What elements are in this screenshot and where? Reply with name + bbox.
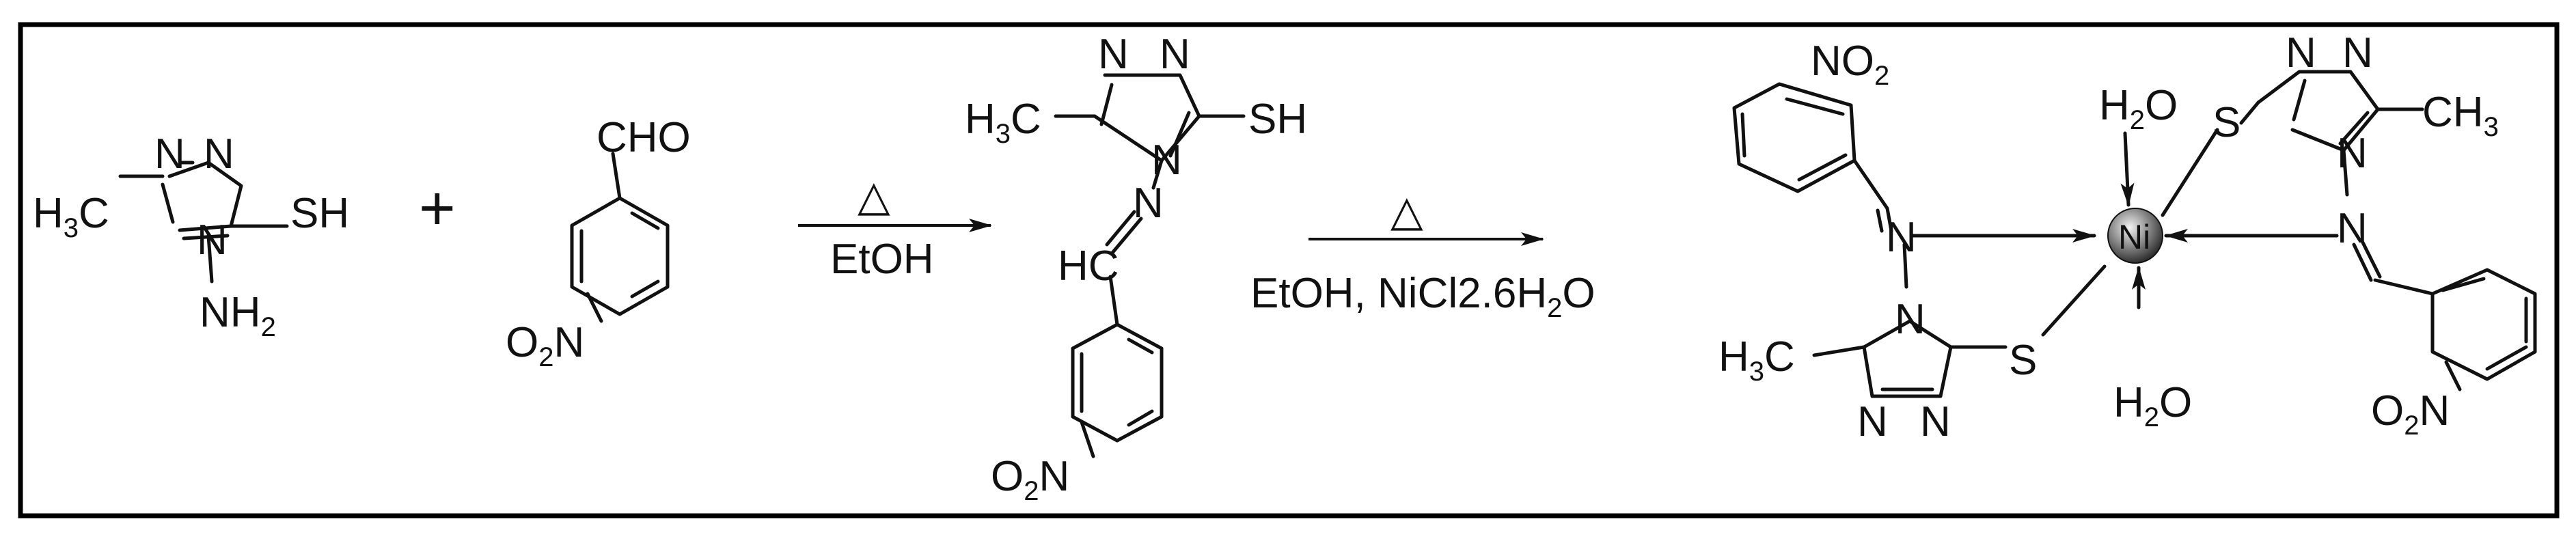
water-top-label: H2​O <box>2099 82 2178 135</box>
heat-symbol-1: △ <box>858 173 890 220</box>
figure-border <box>18 22 2560 519</box>
benzene-ring <box>570 196 670 316</box>
left-n2-label: N <box>1920 398 1951 445</box>
right-n2-label: N <box>2342 29 2373 77</box>
triazole-ring <box>167 161 243 232</box>
ligand-thiol-label: SH <box>1248 96 1307 143</box>
left-imine-n-label: N <box>1886 214 1917 261</box>
complex-triazole-right <box>2256 70 2380 152</box>
right-n4-label: N <box>2337 130 2368 177</box>
thiol-label: SH <box>290 190 349 237</box>
right-imine-n-label: N <box>2337 205 2368 252</box>
nitro-label: O2​N <box>506 319 584 372</box>
heat-symbol-2: △ <box>1390 188 1423 235</box>
solvent-label-1: EtOH <box>830 236 934 283</box>
left-n4-label: N <box>1895 296 1926 343</box>
right-nitro-label: O2​N <box>2371 387 2450 441</box>
ligand-imine-c-label: HC <box>1058 243 1119 290</box>
right-n1-label: N <box>2286 29 2316 77</box>
methyl-label: H3​C <box>33 190 109 243</box>
aldehyde-label: CHO <box>597 114 691 161</box>
nickel-atom <box>2107 208 2163 264</box>
left-nitro-label: NO2​ <box>1811 38 1889 91</box>
complex-triazole-left <box>1862 319 1953 398</box>
reagents-label-2: EtOH, NiCl2.6H2​O <box>1250 270 1595 323</box>
schiff-base-ligand: N N H3​C SH N N HC O2​N <box>965 31 1307 506</box>
left-s-label: S <box>2009 337 2037 384</box>
triazole-n1-label: N <box>154 130 185 178</box>
right-methyl-label: CH3​ <box>2422 89 2499 142</box>
ligand-n4-label: N <box>1151 137 1182 184</box>
reaction-step-1: △ EtOH <box>798 173 992 283</box>
triazole-n2-label: N <box>204 130 234 178</box>
reactant-aldehyde: CHO O2​N <box>506 114 691 372</box>
ligand-methyl-label: H3​C <box>965 96 1041 149</box>
ligand-nitro-label: O2​N <box>991 453 1069 506</box>
triazole-n4-label: N <box>197 217 228 264</box>
benzene-ring-2 <box>1071 322 1164 443</box>
left-n1-label: N <box>1857 398 1888 445</box>
right-s-label: S <box>2212 99 2241 146</box>
plus-sign: + <box>419 174 456 243</box>
complex-benzene-left <box>1732 82 1856 193</box>
reaction-step-2: △ EtOH, NiCl2.6H2​O <box>1250 188 1595 323</box>
nickel-label: Ni <box>2118 218 2150 256</box>
amine-label: NH2​ <box>200 289 276 342</box>
reactant-triazole: N N N H3​C SH NH2​ <box>33 130 349 342</box>
nickel-complex: NO2​ N N H3​C S N N Ni H2​O H2​O S N <box>1718 29 2537 445</box>
complex-benzene-right <box>2430 268 2537 381</box>
ligand-imine-n-label: N <box>1133 180 1164 227</box>
left-methyl-label: H3​C <box>1718 333 1795 387</box>
water-bottom-label: H2​O <box>2113 379 2192 432</box>
ligand-n1-label: N <box>1098 31 1129 78</box>
ligand-n2-label: N <box>1160 31 1190 78</box>
